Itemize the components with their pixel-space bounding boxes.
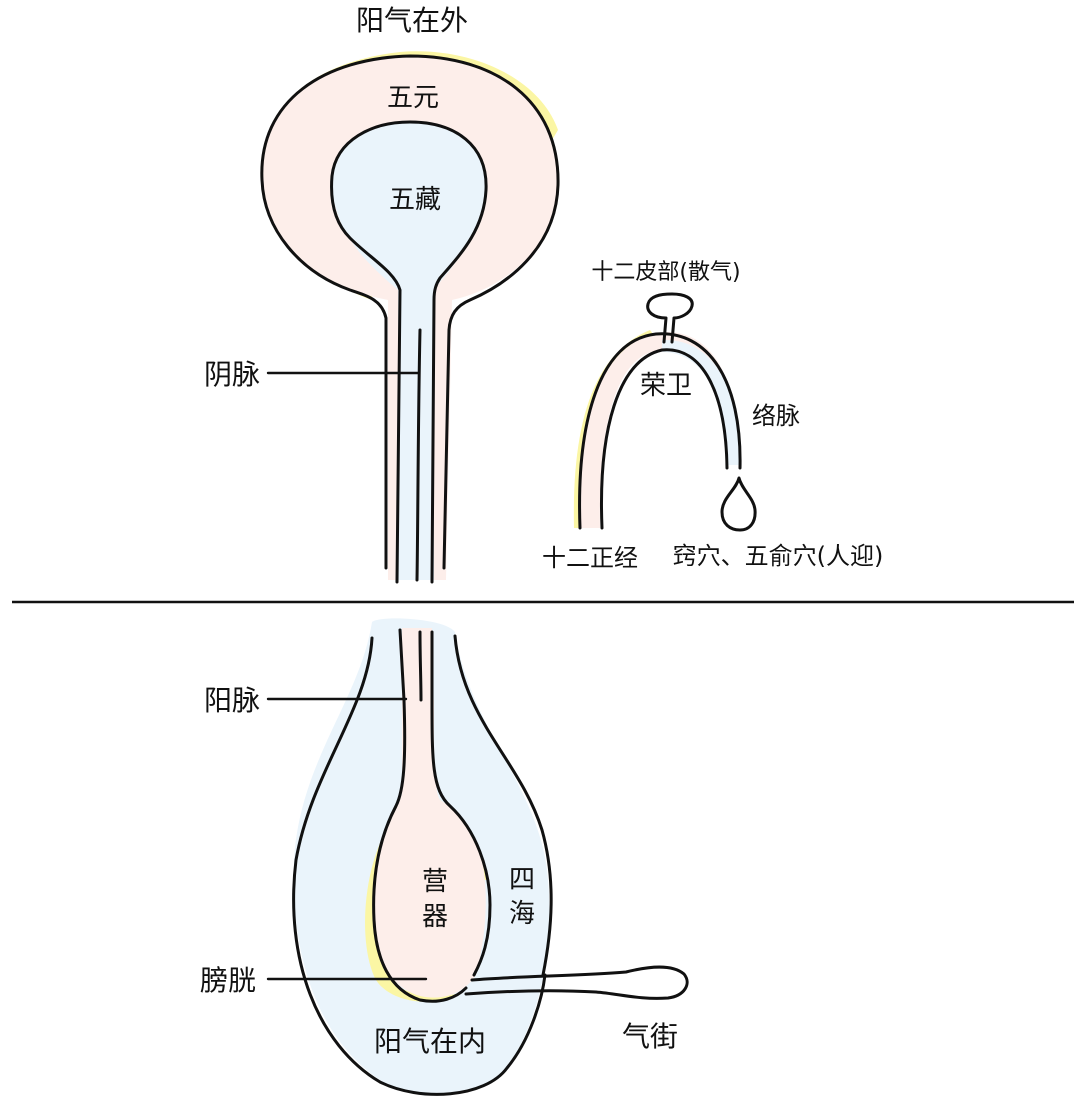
arch-inner-outline	[600, 348, 729, 530]
lower-stem-divider	[418, 630, 423, 702]
bottom-label: 阳气在内	[374, 1025, 486, 1058]
organ-label-2: 器	[422, 902, 448, 932]
organ-label-1: 营	[422, 867, 448, 897]
upper-figure: 阳气在外 五元 五藏 阴脉	[204, 4, 560, 584]
arch-blue-fill	[662, 339, 740, 465]
qi-jie-label: 气街	[622, 1020, 678, 1053]
pi-bu-bulb	[646, 292, 694, 344]
stem-divider	[415, 328, 422, 582]
organ-fill	[373, 700, 486, 998]
yin-mai-label: 阴脉	[204, 358, 260, 391]
outer-bulb-outline	[260, 54, 560, 570]
outer-label: 五元	[387, 83, 439, 113]
xue-droplet	[720, 476, 757, 532]
pi-bu-label: 十二皮部(散气)	[591, 260, 740, 285]
zheng-jing-label: 十二正经	[542, 544, 638, 572]
ying-wei-label: 荣卫	[640, 371, 692, 401]
meridian-figure: 十二皮部(散气) 荣卫 络脉 十二正经 窍穴、五俞穴(人迎)	[542, 260, 883, 572]
inner-bulb-fill	[332, 122, 487, 580]
luo-mai-label: 络脉	[752, 402, 800, 430]
yang-mai-label: 阳脉	[204, 684, 260, 717]
arch-pink-fill	[579, 331, 740, 528]
inner-bulb-outline	[330, 120, 488, 584]
inner-label: 五藏	[389, 185, 441, 215]
lower-outer-right-outline	[453, 634, 553, 977]
arch-outer-outline	[578, 332, 742, 530]
qi-jie-channel	[464, 965, 689, 1000]
top-label: 阳气在外	[356, 4, 468, 37]
lower-figure: 阳脉 营 器 四 海 膀胱 阳气在内 气街	[200, 618, 689, 1096]
pang-guang-label: 膀胱	[200, 964, 256, 997]
lower-outer-left-outline	[292, 636, 547, 1096]
xue-label: 窍穴、五俞穴(人迎)	[673, 542, 884, 570]
si-hai-label-2: 海	[509, 899, 535, 929]
si-hai-label-1: 四	[509, 865, 535, 895]
lower-stem-right-outline	[430, 630, 492, 977]
lower-stem-left-outline	[372, 628, 468, 1003]
